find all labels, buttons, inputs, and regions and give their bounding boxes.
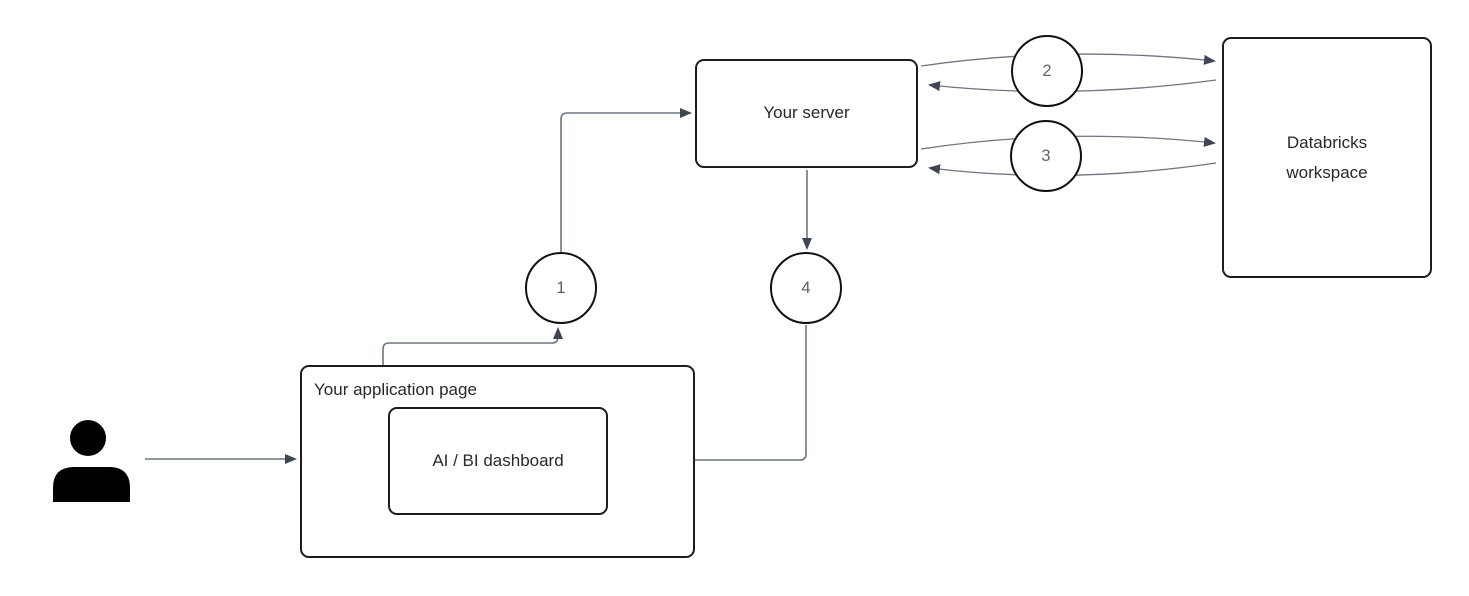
- node-your-application-page: Your application page: [300, 365, 695, 558]
- node-ai-bi-dashboard: AI / BI dashboard: [388, 407, 608, 515]
- step-badge-2: 2: [1011, 35, 1083, 107]
- node-your-server: Your server: [695, 59, 918, 168]
- node-databricks-workspace: Databricks workspace: [1222, 37, 1432, 278]
- connector-step1-to-server: [560, 108, 692, 252]
- node-ai-bi-dashboard-label: AI / BI dashboard: [432, 450, 564, 470]
- node-databricks-workspace-label: Databricks workspace: [1286, 132, 1368, 182]
- step-badge-1: 1: [525, 252, 597, 324]
- step-badge-3-number: 3: [1041, 146, 1051, 165]
- step-badge-4-number: 4: [801, 278, 811, 297]
- step-badge-1-number: 1: [556, 278, 566, 297]
- user-icon: [53, 420, 130, 502]
- connector-step4-to-dashboard: [612, 325, 807, 465]
- node-your-application-page-label: Your application page: [314, 380, 477, 399]
- step-badge-3: 3: [1010, 120, 1082, 192]
- step-badge-2-number: 2: [1042, 61, 1052, 80]
- connector-app-page-to-step1: [382, 327, 563, 365]
- node-your-server-label: Your server: [763, 103, 850, 123]
- step-badge-4: 4: [770, 252, 842, 324]
